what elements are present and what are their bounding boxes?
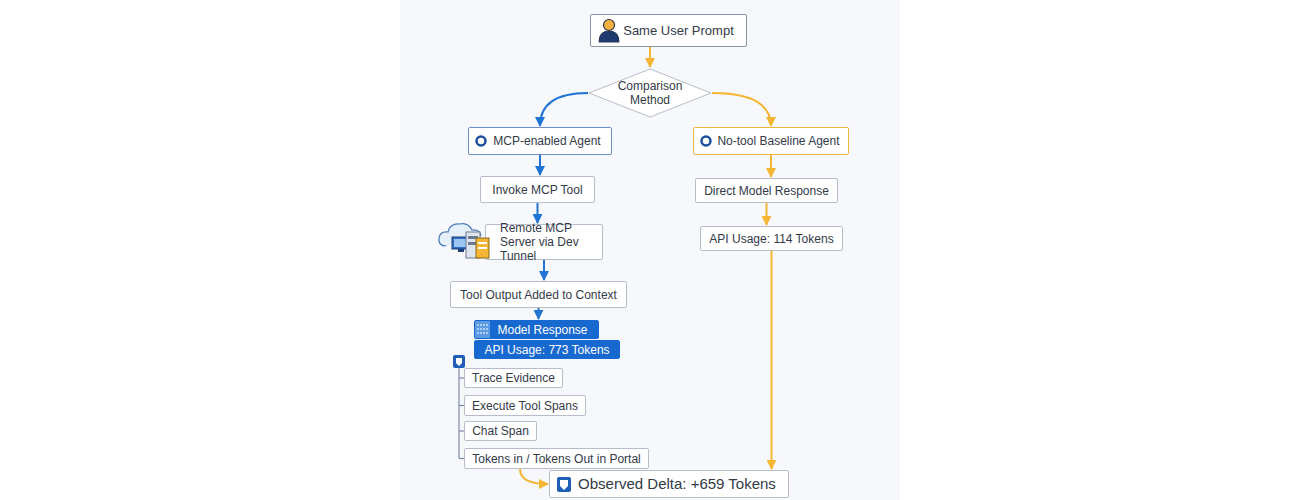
usage-box: API Usage: 114 Tokens xyxy=(700,226,843,251)
node-label: Comparison Method xyxy=(610,79,690,107)
prompt-box: Same User Prompt xyxy=(590,14,747,47)
node-label: Same User Prompt xyxy=(623,24,734,38)
flow-arrow xyxy=(771,251,773,469)
ring-icon xyxy=(477,137,486,146)
flow-arrow xyxy=(537,203,539,223)
flow-arrow xyxy=(712,93,771,126)
server-cloud-icon xyxy=(439,224,489,258)
trace-item: Tokens in / Tokens Out in Portal xyxy=(464,448,649,469)
node-label: Tokens in / Tokens Out in Portal xyxy=(472,452,641,466)
node-label: Model Response xyxy=(497,323,587,337)
node-label: Trace Evidence xyxy=(472,371,555,385)
node-label: Observed Delta: +659 Tokens xyxy=(578,477,776,491)
server-box: Remote MCP Server via Dev Tunnel xyxy=(485,224,603,260)
response-icon xyxy=(475,321,490,338)
node-label: API Usage: 773 Tokens xyxy=(484,343,609,357)
trace-item: Execute Tool Spans xyxy=(464,395,586,416)
decision-diamond: Comparison Method xyxy=(588,68,712,118)
node-label: MCP-enabled Agent xyxy=(493,134,600,148)
node-label: Chat Span xyxy=(472,424,529,438)
trace-item: Chat Span xyxy=(464,421,537,441)
delta-icon xyxy=(557,477,571,492)
flow-arrow xyxy=(520,469,548,484)
process-box: Invoke MCP Tool xyxy=(480,176,595,203)
flow-arrow xyxy=(538,308,540,319)
response-box: Model Response xyxy=(474,320,599,339)
agent-box: MCP-enabled Agent xyxy=(468,127,612,155)
process-box: Direct Model Response xyxy=(695,178,838,203)
result-box: Observed Delta: +659 Tokens xyxy=(549,470,789,498)
node-label: API Usage: 114 Tokens xyxy=(709,232,833,246)
flow-arrow xyxy=(649,47,651,67)
flow-arrow xyxy=(543,260,545,280)
flow-arrow xyxy=(766,203,768,225)
user-icon xyxy=(599,20,619,43)
flow-arrow xyxy=(540,93,588,126)
node-label: Remote MCP Server via Dev Tunnel xyxy=(500,221,596,263)
process-box: Tool Output Added to Context xyxy=(450,281,627,308)
node-label: Invoke MCP Tool xyxy=(492,183,582,197)
trace-icon xyxy=(453,355,465,368)
ring-icon xyxy=(702,137,711,146)
agent-box: No-tool Baseline Agent xyxy=(693,127,849,155)
usage-box: API Usage: 773 Tokens xyxy=(474,340,620,359)
node-label: Execute Tool Spans xyxy=(472,399,578,413)
flow-arrow xyxy=(770,155,772,177)
node-label: Direct Model Response xyxy=(704,184,829,198)
node-label: Tool Output Added to Context xyxy=(460,288,617,302)
trace-item: Trace Evidence xyxy=(464,368,563,388)
flow-arrow xyxy=(539,155,541,175)
node-label: No-tool Baseline Agent xyxy=(717,134,839,148)
